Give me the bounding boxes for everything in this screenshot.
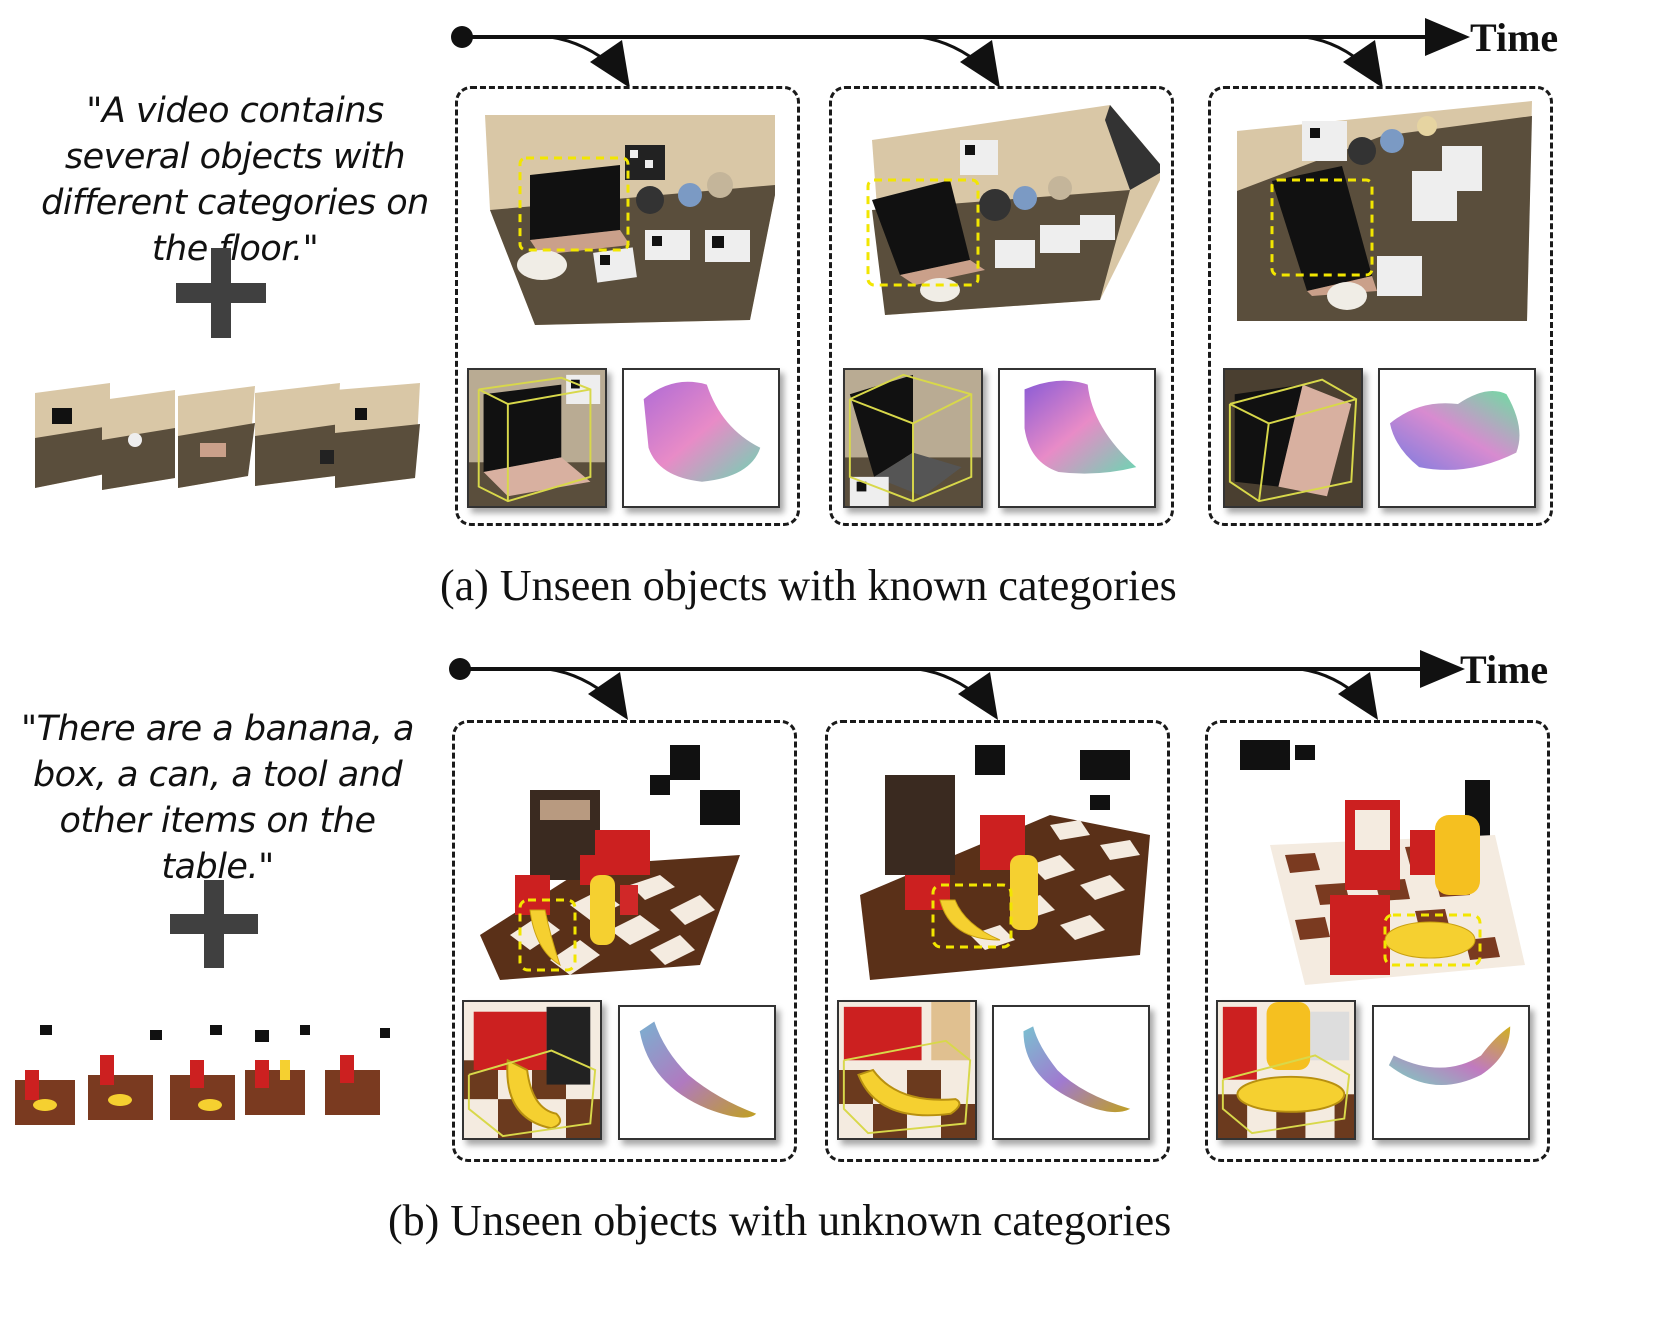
- point-cloud-image: [998, 368, 1156, 508]
- banana-scene-image: [480, 745, 740, 980]
- point-cloud-image: [618, 1005, 776, 1140]
- laptop-crop-image: [467, 368, 607, 508]
- timeline-arrow-icon: [449, 650, 1465, 720]
- panel-b-caption: (b) Unseen objects with unknown categori…: [388, 1196, 1172, 1245]
- panel-a-caption: (a) Unseen objects with known categories: [440, 561, 1177, 610]
- point-cloud-image: [622, 368, 780, 508]
- point-cloud-image: [1372, 1005, 1530, 1140]
- panel-b-quote: "There are a banana, a box, a can, a too…: [21, 709, 414, 887]
- laptop-scene-image: [485, 115, 775, 325]
- point-cloud-image: [1378, 368, 1536, 508]
- laptop-scene-image: [1237, 101, 1532, 321]
- laptop-crop-image: [1223, 368, 1363, 508]
- plus-icon: [170, 880, 258, 968]
- plus-icon: [176, 248, 266, 338]
- input-video-frames-a: [35, 383, 420, 490]
- panel-a-quote: "A video contains several objects with d…: [41, 91, 429, 269]
- banana-crop-image: [462, 1000, 602, 1140]
- input-video-frames-b: [15, 1025, 390, 1125]
- banana-scene-image: [1240, 740, 1525, 985]
- banana-crop-image: [837, 1000, 977, 1140]
- laptop-crop-image: [843, 368, 983, 508]
- banana-scene-image: [860, 745, 1150, 980]
- timeline-arrow-icon: [451, 18, 1470, 88]
- banana-crop-image: [1216, 1000, 1356, 1140]
- laptop-scene-image: [866, 105, 1160, 315]
- time-label-a: Time: [1470, 15, 1559, 60]
- time-label-b: Time: [1460, 647, 1549, 692]
- point-cloud-image: [992, 1005, 1150, 1140]
